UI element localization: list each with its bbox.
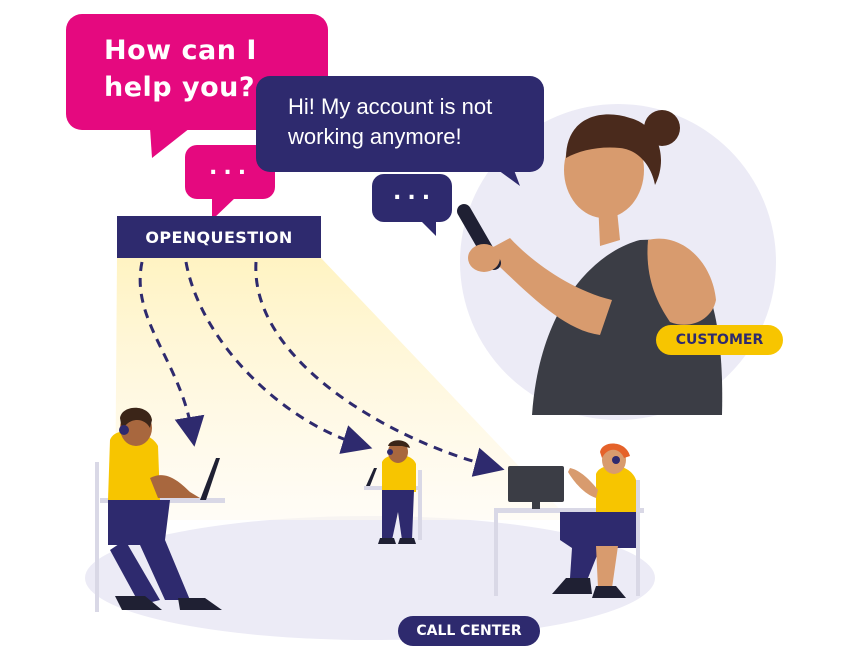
agent-bubble-text: How can I help you? (104, 35, 257, 103)
agent-right (494, 443, 644, 598)
customer-figure (457, 110, 723, 415)
headset-icon (612, 456, 620, 464)
customer-label: CUSTOMER (656, 325, 783, 355)
laptop-icon (200, 458, 220, 500)
call-center-label: CALL CENTER (398, 616, 540, 646)
customer-typing-bubble (372, 174, 452, 236)
monitor-icon (508, 466, 564, 502)
agent-typing-dots: ... (209, 155, 253, 180)
headset-icon (387, 449, 393, 455)
agent-typing-bubble (185, 145, 275, 220)
customer-bubble-text: Hi! My account is not working anymore! (288, 94, 493, 149)
dashed-arrow-icon (138, 261, 505, 477)
customer-typing-dots: ... (393, 180, 437, 205)
openquestion-label: OPENQUESTION (117, 216, 321, 258)
agent-middle (364, 440, 422, 544)
headset-icon (119, 425, 129, 435)
customer-speech-bubble (256, 76, 544, 186)
laptop-icon (366, 468, 377, 486)
floor-ellipse (85, 516, 655, 640)
agent-left (95, 407, 225, 612)
